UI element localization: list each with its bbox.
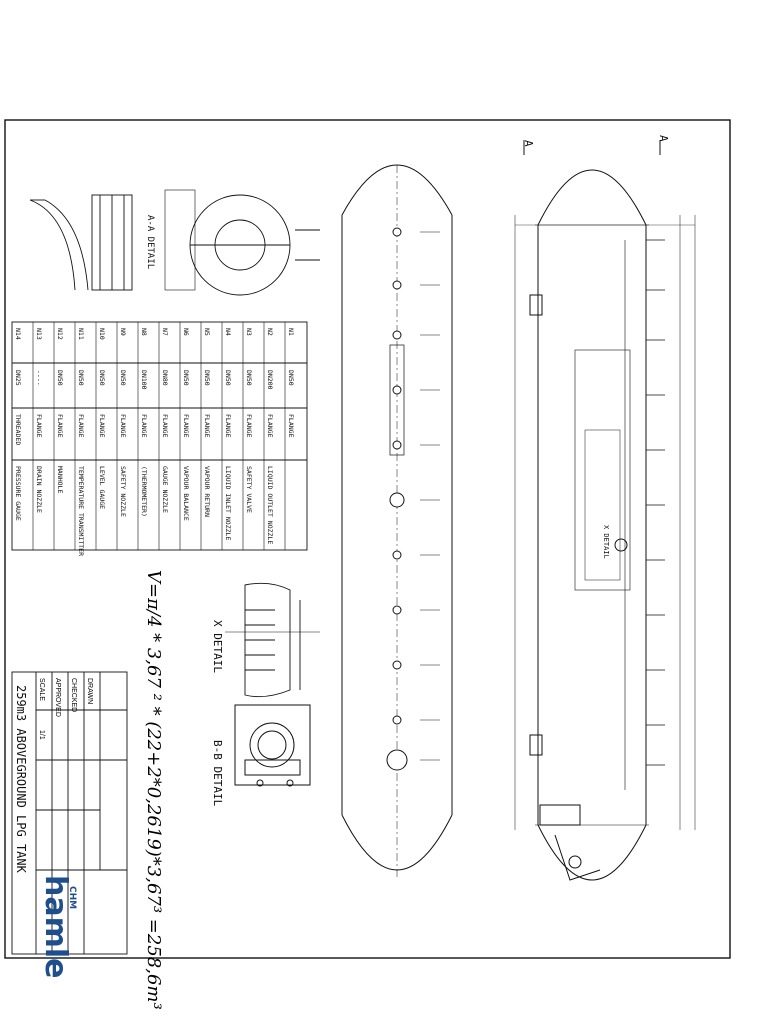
table-cell: FLANGE [77, 414, 85, 438]
table-cell: N2 [266, 328, 274, 336]
table-cell: DN50 [287, 370, 295, 386]
table-cell: DN50 [245, 370, 253, 386]
table-cell: FLANGE [140, 414, 148, 438]
svg-text:A: A [657, 135, 670, 142]
volume-formula: V=π/4 * 3,67 ² * (22+2*0,2619)*3,67³ =25… [143, 570, 164, 1010]
table-cell: N13 [35, 328, 43, 340]
svg-text:SCALE: SCALE [38, 678, 45, 701]
table-cell: DN50 [224, 370, 232, 386]
table-cell: FLANGE [203, 414, 211, 438]
table-cell: LIQUID OUTLET NOZZLE [266, 466, 274, 544]
svg-text:A: A [522, 140, 535, 147]
table-cell: N4 [224, 328, 232, 336]
title-block-rows: SCALE 1/1 APPROVED CHECKED DRAWN [38, 678, 93, 740]
table-cell: N9 [119, 328, 127, 336]
table-cell: LEVEL GAUGE [98, 466, 106, 509]
table-cell: (THERMOMETER) [140, 466, 148, 517]
x-detail-title: X DETAIL [211, 620, 224, 673]
table-cell: DN50 [203, 370, 211, 386]
aa-detail-title: A-A DETAIL [145, 215, 155, 269]
table-cell: DRAIN NOZZLE [35, 466, 43, 513]
aa-detail [29, 189, 320, 296]
hamle-logo: hamle CHM [38, 875, 77, 979]
table-cell: PRESSURE GAUGE [14, 466, 22, 521]
table-cell: DN25 [14, 370, 22, 386]
table-cell: N8 [140, 328, 148, 336]
drawing-title: 259m3 ABOVEGROUND LPG TANK [14, 685, 28, 874]
vessel-top-view [341, 164, 453, 880]
svg-text:1/1: 1/1 [38, 730, 45, 740]
table-cell: FLANGE [56, 414, 64, 438]
svg-text:hamle: hamle [38, 875, 73, 979]
table-cell: FLANGE [161, 414, 169, 438]
table-cell: N10 [98, 328, 106, 340]
x-detail [225, 582, 320, 698]
table-cell: DN50 [182, 370, 190, 386]
bb-detail-title: B-B DETAIL [211, 740, 224, 807]
table-cell: DN200 [266, 370, 274, 390]
table-cell: FLANGE [224, 414, 232, 438]
table-cell: VAPOUR BALANCE [182, 466, 190, 521]
svg-text:CHECKED: CHECKED [70, 678, 77, 712]
nozzle-table [11, 321, 308, 551]
table-cell: MANHOLE [56, 466, 64, 493]
table-cell: N11 [77, 328, 85, 340]
table-cell: FLANGE [287, 414, 295, 438]
svg-text:CHM: CHM [67, 886, 77, 909]
vessel-elevation [514, 169, 696, 881]
table-cell: VAPOUR RETURN [203, 466, 211, 517]
table-cell: FLANGE [35, 414, 43, 438]
table-cell: N14 [14, 328, 22, 340]
table-cell: N3 [245, 328, 253, 336]
table-cell: LIQUID INLET NOZZLE [224, 466, 232, 540]
table-cell: ---- [35, 370, 43, 386]
title-block [11, 671, 128, 955]
svg-text:APPROVED: APPROVED [54, 678, 61, 717]
table-cell: DN50 [119, 370, 127, 386]
table-cell: DN50 [77, 370, 85, 386]
table-cell: SAFETY NOZZLE [119, 466, 127, 517]
table-cell: N5 [203, 328, 211, 336]
table-cell: FLANGE [266, 414, 274, 438]
table-cell: FLANGE [119, 414, 127, 438]
svg-text:DRAWN: DRAWN [86, 678, 93, 704]
sheet-border [4, 119, 731, 959]
table-cell: N7 [161, 328, 169, 336]
table-cell: N1 [287, 328, 295, 336]
section-marker-a: A A [522, 135, 670, 155]
table-cell: N12 [56, 328, 64, 340]
bb-detail [234, 704, 311, 787]
table-cell: FLANGE [182, 414, 190, 438]
table-cell: SAFETY VALVE [245, 466, 253, 513]
table-cell: TEMPERATURE TRANSMITTER [77, 466, 85, 556]
table-cell: DN80 [161, 370, 169, 386]
table-cell: FLANGE [98, 414, 106, 438]
table-cell: FLANGE [245, 414, 253, 438]
table-cell: DN100 [140, 370, 148, 390]
x-detail-marker: X DETAIL [602, 525, 610, 559]
table-cell: GAUGE NOZZLE [161, 466, 169, 513]
table-cell: DN50 [98, 370, 106, 386]
table-cell: N6 [182, 328, 190, 336]
table-cell: THREADED [14, 414, 22, 445]
table-cell: DN50 [56, 370, 64, 386]
